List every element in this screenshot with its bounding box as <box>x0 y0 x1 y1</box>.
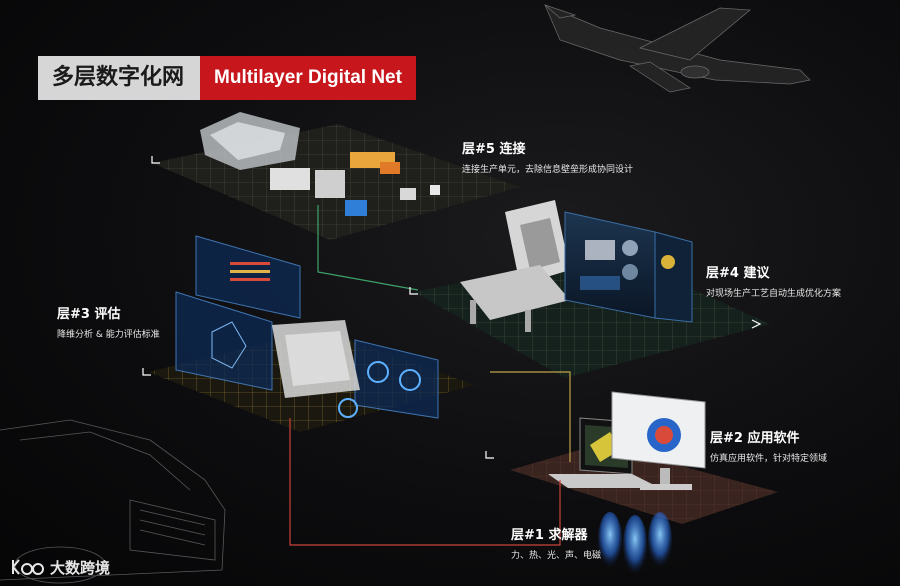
layer5-machinery <box>200 112 440 216</box>
hologram-panels <box>175 235 439 419</box>
layer2-desc: 仿真应用软件，针对特定领域 <box>710 454 828 464</box>
layer-connectors <box>289 205 571 546</box>
layer3-title: 层#3 评估 <box>57 307 121 322</box>
page-title-en: Multilayer Digital Net <box>200 56 416 100</box>
layer3-label: 层#3 评估 降维分析 & 能力评估标准 <box>57 303 160 340</box>
airplane-wireframe-icon <box>544 4 811 93</box>
brand-logo-text: 大数跨境 <box>50 558 111 577</box>
brand-logo-icon <box>12 559 44 575</box>
layer4-desc: 对现场生产工艺自动生成优化方案 <box>706 289 842 299</box>
layer2-label: 层#2 应用软件 仿真应用软件，针对特定领域 <box>710 427 827 464</box>
layer1-title: 层#1 求解器 <box>511 528 588 543</box>
page-title-cn: 多层数字化网 <box>38 56 201 100</box>
layer1-label: 层#1 求解器 力、热、光、声、电磁 <box>511 524 601 561</box>
layer2-title: 层#2 应用软件 <box>710 431 800 446</box>
press-machine-icon <box>460 200 570 332</box>
layer1-desc: 力、热、光、声、电磁 <box>511 551 602 561</box>
layer5-label: 层#5 连接 连接生产单元，去除信息壁垒形成协同设计 <box>462 138 633 175</box>
dashboard-screens <box>564 211 693 323</box>
layer5-title: 层#5 连接 <box>462 142 526 157</box>
page-title-banner: 多层数字化网 Multilayer Digital Net <box>38 56 416 100</box>
layer3-desc: 降维分析 & 能力评估标准 <box>57 330 160 340</box>
layer5-desc: 连接生产单元，去除信息壁垒形成协同设计 <box>462 165 634 175</box>
monitor-icon <box>611 391 706 490</box>
solver-flames <box>598 512 672 575</box>
layer4-label: 层#4 建议 对现场生产工艺自动生成优化方案 <box>706 262 841 299</box>
brand-logo: 大数跨境 <box>10 556 110 578</box>
corner-markers <box>142 156 762 459</box>
engine-block-icon <box>272 320 360 398</box>
layer4-title: 层#4 建议 <box>706 266 770 281</box>
